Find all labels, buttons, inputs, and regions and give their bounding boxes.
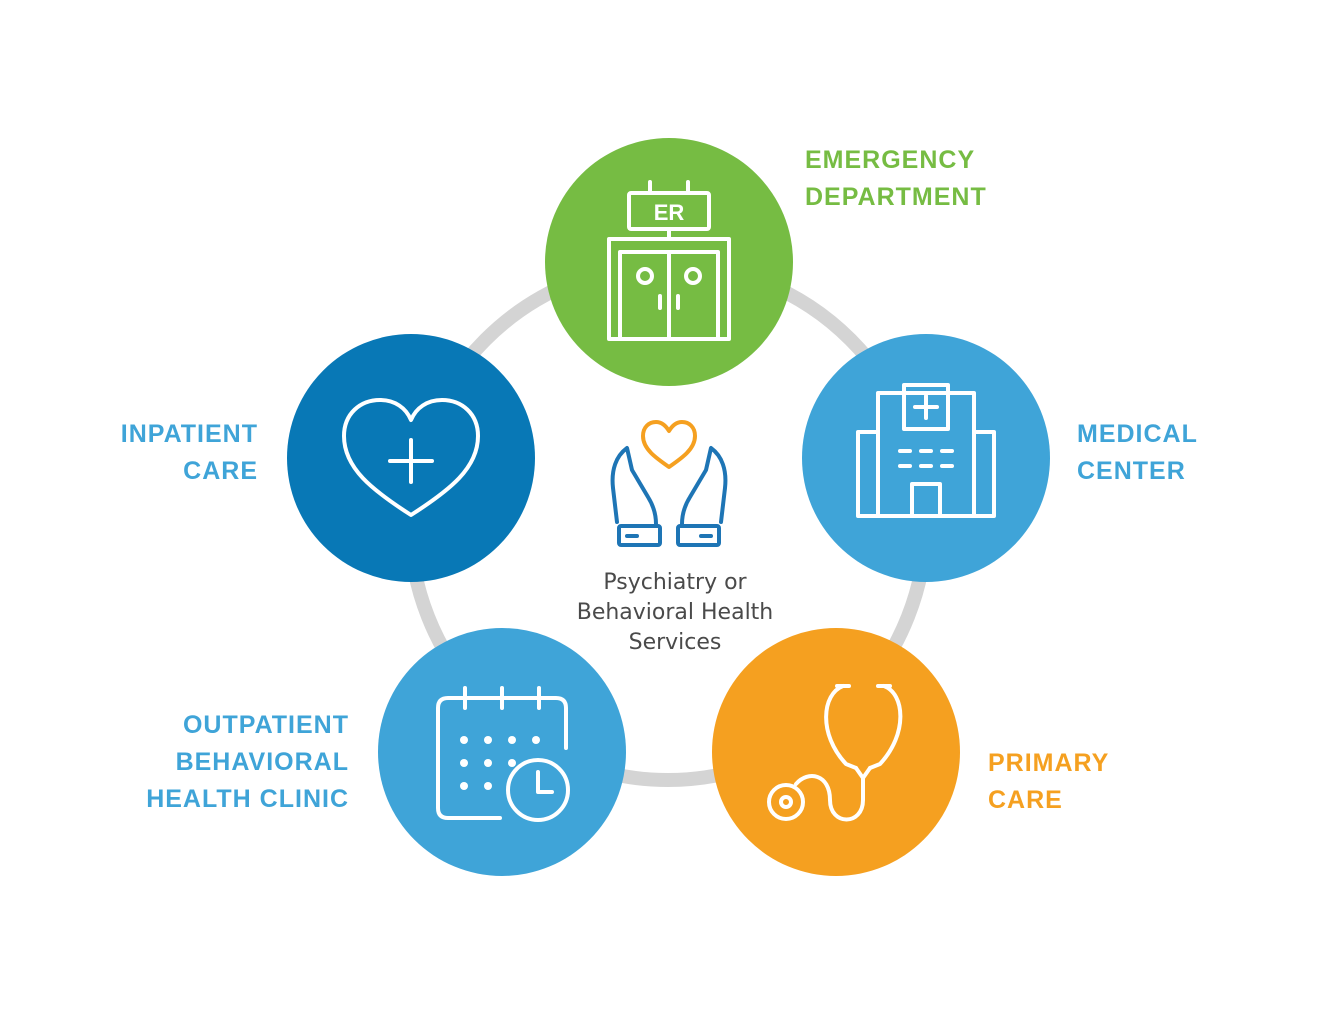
label-emergency-department: EMERGENCY DEPARTMENT: [805, 142, 987, 216]
stethoscope-icon: [767, 684, 903, 822]
label-line: CENTER: [1077, 457, 1186, 485]
label-line: CARE: [183, 457, 258, 485]
label-primary-care: PRIMARY CARE: [988, 745, 1109, 819]
label-line: CARE: [988, 786, 1063, 814]
label-medical-center: MEDICAL CENTER: [1077, 416, 1198, 490]
center-caption-line: Services: [628, 630, 722, 655]
label-outpatient-behavioral-health-clinic: OUTPATIENT BEHAVIORAL HEALTH CLINIC: [146, 707, 349, 818]
calendar-dots: [460, 736, 540, 790]
hospital-building-icon: [856, 383, 996, 518]
er-doors-icon: ER: [607, 180, 731, 341]
right-hand: [676, 446, 728, 547]
node-medical-center: [802, 334, 1050, 582]
outpatient-clinic-circle: [378, 628, 626, 876]
label-line: OUTPATIENT: [182, 711, 349, 739]
heart-plus-icon: [342, 398, 480, 517]
left-hand: [610, 446, 662, 547]
caring-hands-heart-icon: [610, 420, 728, 547]
node-inpatient-care: [287, 334, 535, 582]
center-caption-line: Behavioral Health: [576, 600, 774, 625]
label-line: DEPARTMENT: [805, 183, 987, 211]
calendar-clock-icon: [436, 686, 570, 822]
label-line: EMERGENCY: [805, 146, 976, 174]
label-line: PRIMARY: [988, 749, 1110, 777]
node-outpatient-behavioral-health-clinic: [378, 628, 626, 876]
node-emergency-department: ER: [545, 138, 793, 386]
label-line: MEDICAL: [1077, 420, 1198, 448]
label-line: INPATIENT: [120, 420, 258, 448]
label-line: BEHAVIORAL: [175, 748, 349, 776]
label-inpatient-care: INPATIENT CARE: [121, 416, 258, 490]
medical-center-circle: [802, 334, 1050, 582]
center-caption: Psychiatry or Behavioral Health Services: [520, 568, 830, 658]
node-primary-care: [712, 628, 960, 876]
er-sign-text: ER: [654, 200, 685, 225]
center-heart: [641, 420, 697, 469]
center-caption-line: Psychiatry or: [603, 570, 747, 595]
label-line: HEALTH CLINIC: [146, 785, 349, 813]
